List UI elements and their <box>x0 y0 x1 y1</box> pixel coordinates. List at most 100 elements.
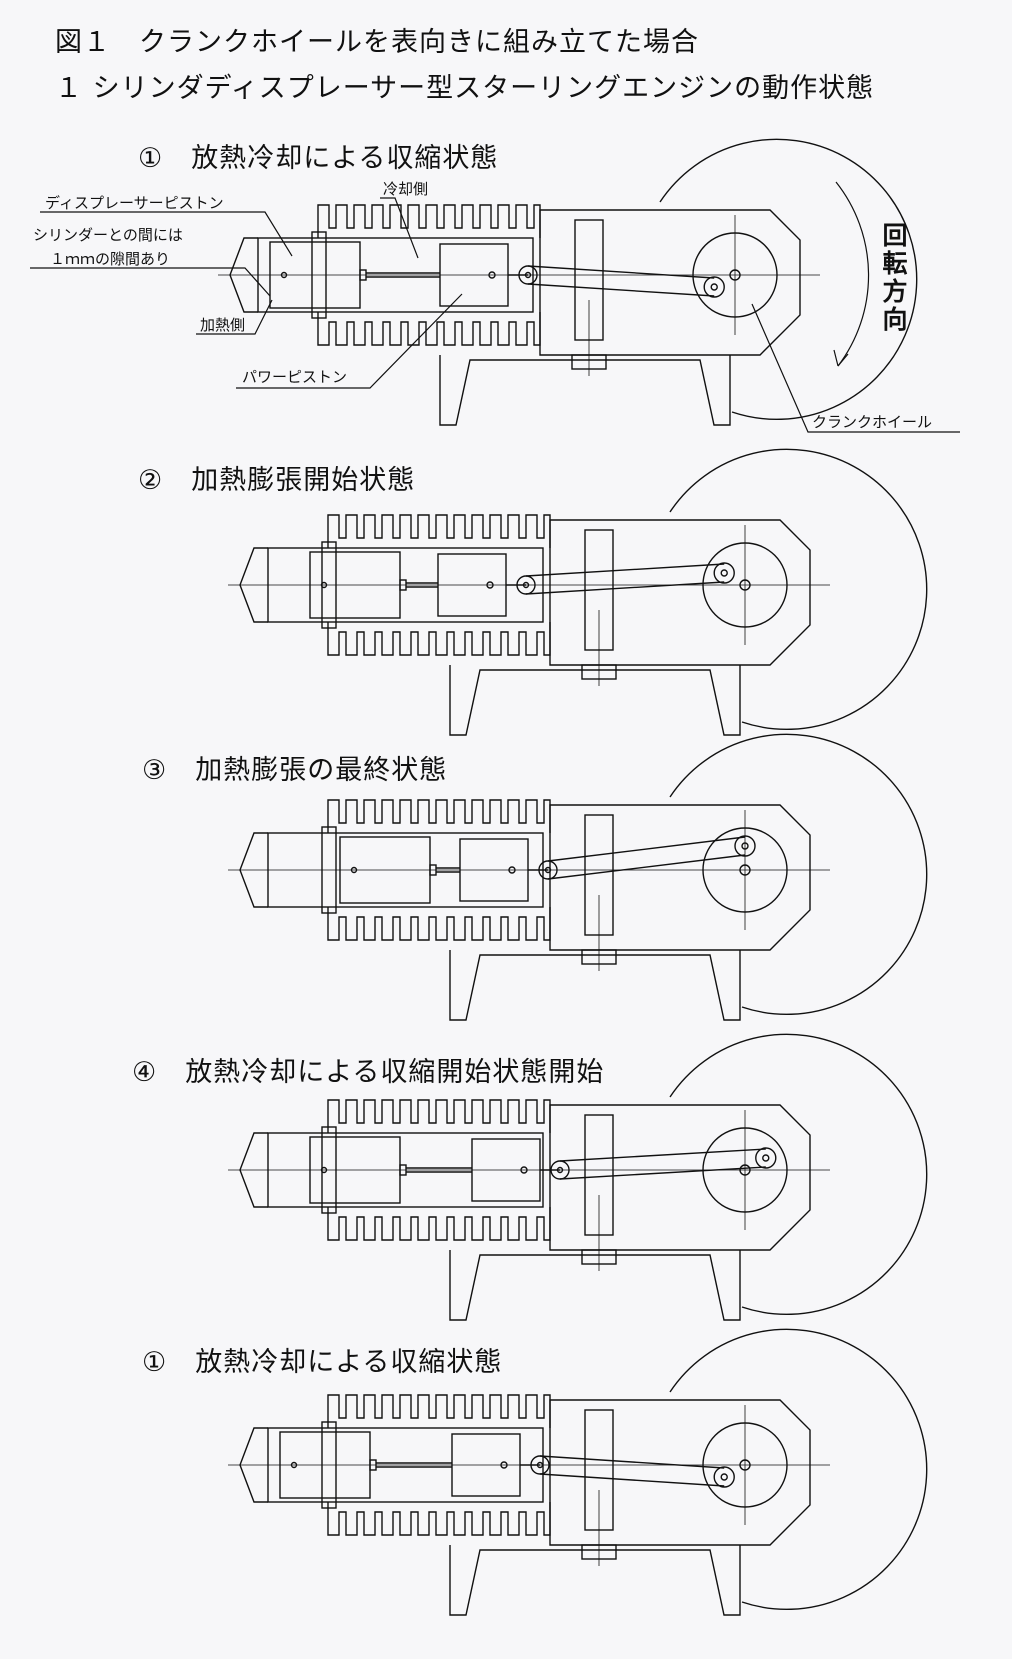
power-piston-label: パワーピストン <box>242 368 348 386</box>
cylinder-gap-note-2: １ｍｍの隙間あり <box>50 250 171 268</box>
engine-diagram-5 <box>228 1328 928 1616</box>
displacer-pin <box>350 866 358 874</box>
cylinder-flange <box>311 231 327 319</box>
flywheel-rim <box>659 138 918 420</box>
engine-diagram-4 <box>228 1033 928 1321</box>
engine-diagram-2 <box>228 448 928 736</box>
leader-heating <box>196 299 273 335</box>
power-piston-pin <box>488 271 496 279</box>
displacer-piston-label: ディスプレーサーピストン <box>45 194 224 212</box>
state-label-2: ② 加熱膨張開始状態 <box>138 465 416 496</box>
crank-pin <box>762 1154 770 1162</box>
engine-assembly <box>228 448 928 736</box>
stand <box>449 1250 741 1321</box>
heater-tip <box>229 237 258 313</box>
connecting-rod-top <box>539 1455 725 1469</box>
displacer-rod-end <box>399 1164 407 1176</box>
stand <box>449 665 741 736</box>
engine-assembly <box>218 138 918 426</box>
displacer-rod-end <box>399 579 407 591</box>
engine-assembly <box>228 733 928 1021</box>
state-label-1: ① 放熱冷却による収縮状態 <box>138 143 499 174</box>
connecting-rod-bottom <box>539 1473 725 1487</box>
heater-tip <box>239 832 268 908</box>
power-piston-pin <box>486 581 494 589</box>
flywheel-rim <box>669 1033 928 1315</box>
flywheel-rim <box>669 448 928 730</box>
displacer-rod-end <box>359 269 367 281</box>
flywheel-rim <box>669 1328 928 1610</box>
state-label-4: ④ 放熱冷却による収縮開始状態開始 <box>132 1057 605 1088</box>
connecting-rod-top <box>525 563 725 577</box>
engine-assembly <box>228 1033 928 1321</box>
annotation-leaders <box>30 181 960 433</box>
crank-housing <box>539 209 801 356</box>
cooling-fins-top <box>327 799 551 833</box>
engine-diagram-3 <box>228 733 928 1021</box>
leader-crank <box>751 303 960 433</box>
rod-big-end <box>755 1147 777 1169</box>
crank-pin <box>710 283 718 291</box>
power-piston-pin <box>500 1461 508 1469</box>
flywheel-rim <box>669 733 928 1015</box>
rotation-arrow <box>835 181 870 367</box>
cylinder-flange <box>321 1421 337 1509</box>
stand <box>449 950 741 1021</box>
cooling-fins-bottom <box>317 312 541 346</box>
rod-big-end <box>713 1466 735 1488</box>
connecting-rod-bottom <box>547 854 746 880</box>
cylinder-body <box>257 237 534 313</box>
heater-tip <box>239 1427 268 1503</box>
leader-gap <box>30 267 271 297</box>
rod-big-end <box>734 835 756 857</box>
cylinder-flange <box>321 826 337 914</box>
engine-assembly <box>228 1328 928 1616</box>
power-piston-pin <box>520 1166 528 1174</box>
cooling-side-label: 冷却側 <box>383 180 429 198</box>
connecting-rod-bottom <box>559 1166 766 1180</box>
cooling-fins-bottom <box>327 1207 551 1241</box>
cooling-fins-top <box>327 1099 551 1133</box>
state-label-3: ③ 加熱膨張の最終状態 <box>142 755 448 786</box>
stand <box>449 1545 741 1616</box>
displacer-rod-end <box>429 864 437 876</box>
cooling-fins-bottom <box>327 907 551 941</box>
crank-pin <box>720 569 728 577</box>
engine-diagram-1 <box>218 138 918 426</box>
figure-subtitle: １ シリンダディスプレーサー型スターリングエンジンの動作状態 <box>55 73 875 104</box>
crank-wheel-label: クランクホイール <box>812 413 933 431</box>
rod-big-end <box>703 276 725 298</box>
rotation-direction-label: 回転方向 <box>879 222 908 334</box>
state-label-5: ① 放熱冷却による収縮状態 <box>142 1347 503 1378</box>
displacer-pin <box>320 1166 328 1174</box>
crank-housing <box>549 519 811 666</box>
leader-cooling <box>380 197 419 259</box>
displacer-pin <box>290 1461 298 1469</box>
connecting-rod-top <box>527 265 715 279</box>
connecting-rod-top <box>559 1148 766 1162</box>
cylinder-body <box>267 547 544 623</box>
leader-power <box>236 293 463 389</box>
crank-housing <box>549 1399 811 1546</box>
displacer-pin <box>320 581 328 589</box>
heating-side-label: 加熱側 <box>200 316 246 334</box>
displacer-rod-end <box>369 1459 377 1471</box>
connecting-rod-top <box>547 836 746 862</box>
connecting-rod-bottom <box>527 283 715 297</box>
heater-tip <box>239 547 268 623</box>
crank-pin <box>741 842 749 850</box>
heater-tip <box>239 1132 268 1208</box>
figure-title: 図１ クランクホイールを表向きに組み立てた場合 <box>55 27 699 58</box>
stand <box>439 355 731 426</box>
crank-housing <box>549 1104 811 1251</box>
cooling-fins-top <box>317 204 541 238</box>
cooling-fins-top <box>327 1394 551 1428</box>
displacer-pin <box>280 271 288 279</box>
cylinder-gap-note-1: シリンダーとの間には <box>33 226 183 244</box>
cooling-fins-bottom <box>327 1502 551 1536</box>
cooling-fins-top <box>327 514 551 548</box>
leader-displacer <box>40 211 293 257</box>
crank-pin <box>720 1473 728 1481</box>
cooling-fins-bottom <box>327 622 551 656</box>
crank-housing <box>549 804 811 951</box>
